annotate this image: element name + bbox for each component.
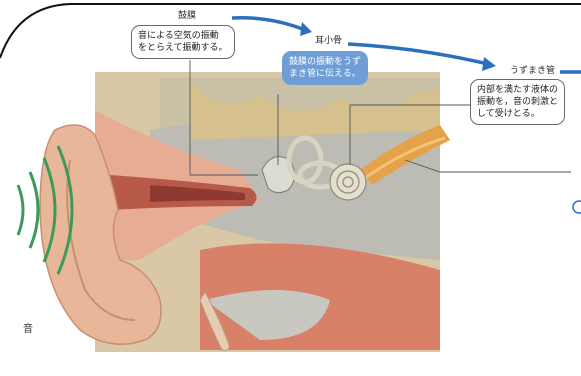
sound-wave-1 [18, 185, 23, 235]
label-ossicles: 耳小骨 [315, 36, 342, 47]
flow-arrow-2-head [482, 57, 496, 71]
sound-wave-2 [30, 172, 38, 248]
desc-ossicles: 鼓膜の振動をうず まき管に伝える。 [282, 51, 368, 85]
label-eardrum: 鼓膜 [178, 11, 196, 22]
flow-arrow-1-head [300, 22, 312, 36]
nerve-callout-marker [573, 201, 581, 213]
flow-arrow-2 [348, 44, 488, 64]
desc-cochlea: 内部を満たす液体の 振動を，音の刺激と して受けとる。 [470, 79, 565, 125]
label-cochlea: うずまき管 [510, 66, 555, 77]
flow-arrow-1 [232, 18, 305, 30]
cochlea-outer [330, 164, 366, 200]
label-sound: 音 [23, 320, 33, 335]
desc-eardrum: 音による空気の振動 をとらえて振動する。 [131, 25, 235, 59]
frame-border [0, 4, 581, 58]
